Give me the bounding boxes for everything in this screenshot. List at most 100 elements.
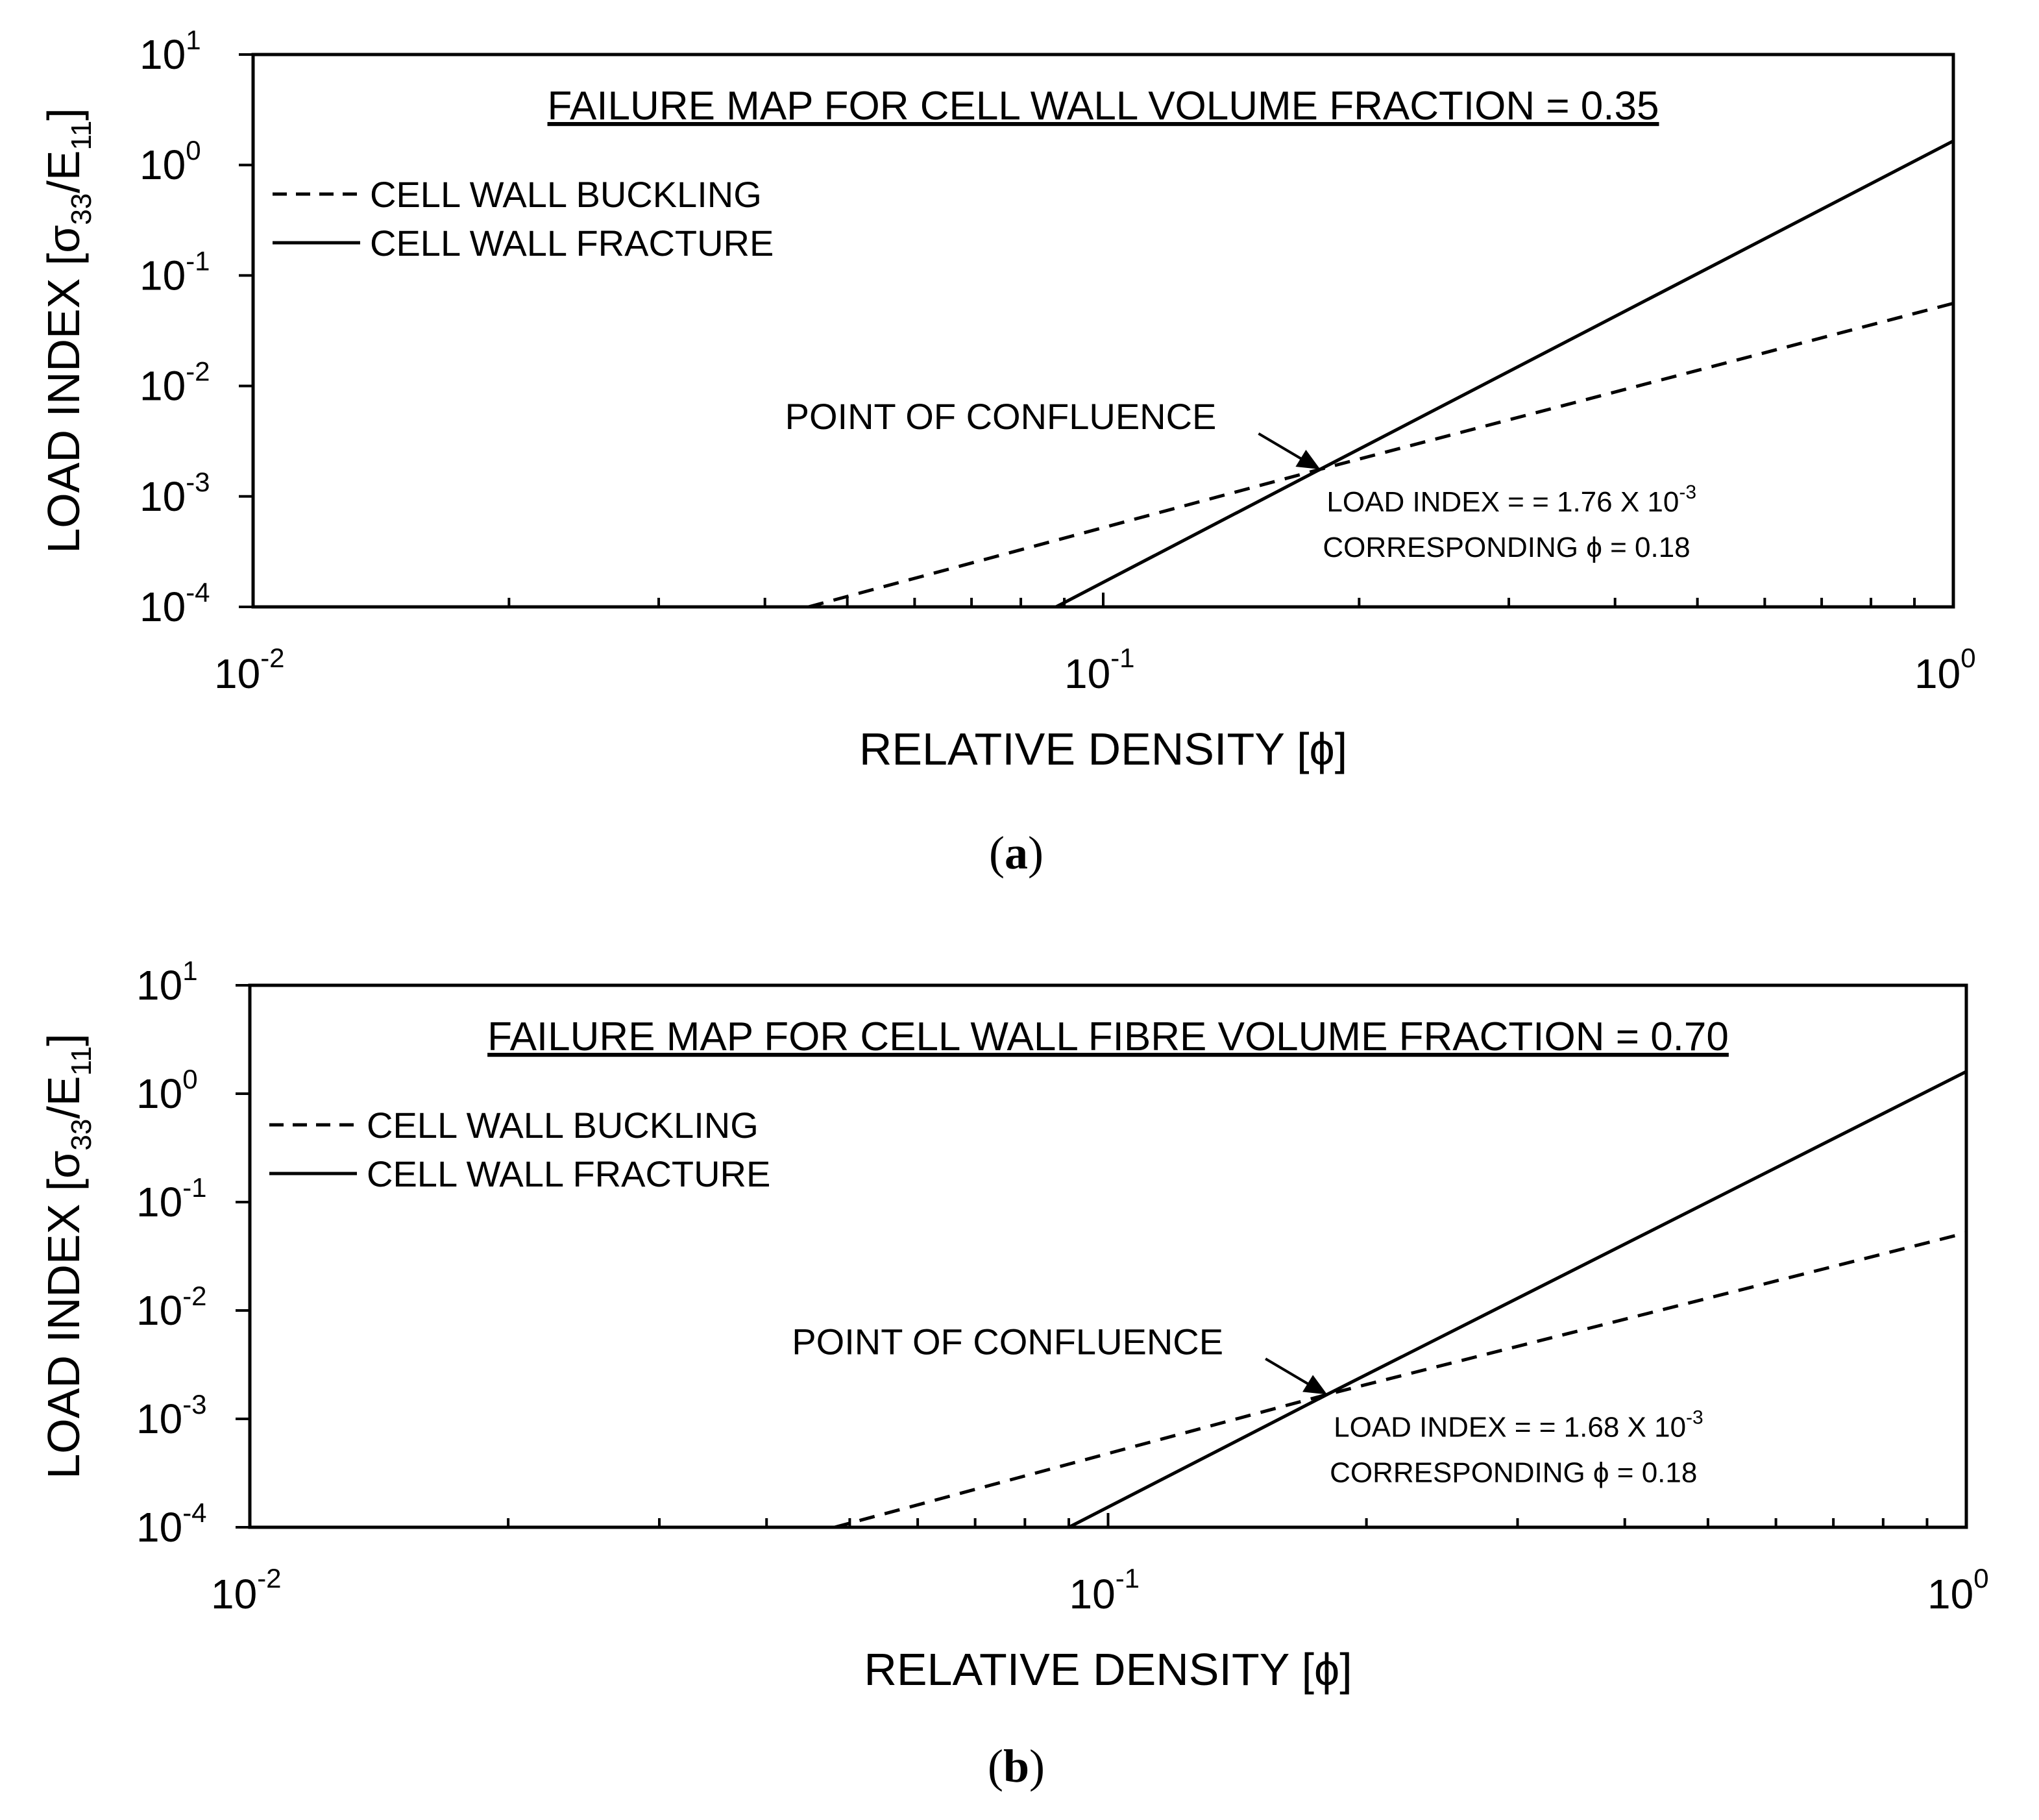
confluence-label: POINT OF CONFLUENCE: [792, 1321, 1223, 1362]
x-tick-label-exp: 0: [1973, 1563, 1988, 1593]
panel-caption-paren: (: [988, 1740, 1003, 1792]
x-tick-label: 10-2: [214, 643, 285, 697]
load-index-text: LOAD INDEX = = 1.68 X 10-3: [1334, 1407, 1703, 1443]
y-tick-label: 10-1: [136, 1172, 207, 1225]
y-tick-label-exp: -2: [186, 356, 210, 387]
confluence-arrowhead: [1302, 1375, 1328, 1395]
y-axis-title-sub: 33: [66, 1119, 97, 1151]
plot-frame: [251, 53, 1955, 609]
y-tick-label-base: 10: [136, 1179, 182, 1225]
legend-label: CELL WALL BUCKLING: [367, 1105, 759, 1146]
y-tick-label-base: 10: [140, 363, 186, 410]
y-axis-title: LOAD INDEX [σ33/E11]: [38, 108, 97, 553]
y-tick-label-base: 10: [136, 1504, 182, 1551]
load-index-exp: -3: [1686, 1407, 1703, 1428]
y-tick-label-exp: -2: [182, 1281, 206, 1311]
y-axis-title-end: ]: [38, 108, 89, 120]
y-axis-title-sub: 11: [66, 121, 97, 151]
y-tick-label-exp: -4: [186, 577, 210, 608]
load-index-exp: -3: [1679, 482, 1696, 503]
panel-caption: (b): [988, 1740, 1045, 1792]
y-tick-label: 101: [140, 25, 201, 78]
x-tick-label: 10-1: [1069, 1563, 1140, 1617]
y-tick-label: 10-3: [140, 467, 210, 520]
x-tick-label-exp: 0: [1960, 643, 1975, 673]
y-tick-label: 100: [140, 135, 201, 188]
y-axis-title-mid: /E: [38, 1076, 89, 1118]
x-tick-label-base: 10: [1069, 1571, 1116, 1617]
x-tick-label-base: 10: [1064, 650, 1110, 697]
y-tick-label-exp: 0: [182, 1064, 197, 1094]
chart-title: FAILURE MAP FOR CELL WALL VOLUME FRACTIO…: [548, 84, 1659, 129]
series-line: [1068, 1070, 1968, 1529]
x-tick-label-exp: -1: [1110, 643, 1134, 673]
y-tick-label: 101: [136, 955, 198, 1009]
y-tick-label-exp: 1: [186, 25, 201, 55]
y-tick-label-base: 10: [140, 141, 186, 188]
y-tick-label-exp: 0: [186, 135, 201, 166]
x-tick-label: 10-2: [211, 1563, 282, 1617]
x-axis-title: RELATIVE DENSITY [ϕ]: [864, 1644, 1352, 1695]
y-tick-label-exp: -1: [182, 1172, 206, 1203]
legend-label: CELL WALL FRACTURE: [367, 1153, 770, 1194]
y-tick-label: 10-2: [140, 356, 210, 410]
chart-title: FAILURE MAP FOR CELL WALL FIBRE VOLUME F…: [487, 1015, 1729, 1059]
corresponding-phi-text: CORRESPONDING ϕ = 0.18: [1330, 1457, 1697, 1488]
y-tick-label-base: 10: [140, 584, 186, 630]
y-tick-label: 10-4: [140, 577, 210, 630]
y-tick-label: 10-2: [136, 1281, 207, 1334]
x-tick-label-base: 10: [214, 650, 260, 697]
plot-frame: [248, 983, 1968, 1529]
y-axis-title-main: LOAD INDEX [σ: [38, 225, 89, 554]
confluence-arrowhead: [1295, 450, 1321, 470]
y-tick-label: 10-3: [136, 1389, 207, 1442]
x-tick-label: 100: [1927, 1563, 1989, 1617]
panel-caption-letter: b: [1003, 1740, 1029, 1792]
series-line: [834, 1231, 1967, 1529]
y-axis-title: LOAD INDEX [σ33/E11]: [38, 1033, 97, 1479]
corresponding-phi-text: CORRESPONDING ϕ = 0.18: [1323, 532, 1690, 563]
panel-caption-paren: ): [1028, 827, 1044, 879]
panel-caption-paren: (: [989, 827, 1005, 879]
y-tick-label-base: 10: [136, 1287, 182, 1334]
y-tick-label: 10-1: [140, 245, 210, 299]
y-tick-label-exp: -3: [182, 1389, 206, 1420]
x-tick-label: 100: [1914, 643, 1976, 697]
x-tick-label-exp: -2: [260, 643, 284, 673]
legend-label: CELL WALL FRACTURE: [370, 223, 774, 264]
confluence-label: POINT OF CONFLUENCE: [785, 396, 1217, 437]
y-axis-title-sub: 11: [66, 1046, 97, 1076]
y-tick-label-exp: -3: [186, 467, 210, 497]
y-tick-label-base: 10: [136, 962, 182, 1009]
x-tick-label: 10-1: [1064, 643, 1135, 697]
x-tick-label-base: 10: [1927, 1571, 1973, 1617]
y-tick-label: 10-4: [136, 1497, 207, 1551]
y-tick-label-base: 10: [140, 252, 186, 299]
load-index-value: LOAD INDEX = = 1.68 X 10: [1334, 1411, 1686, 1443]
y-tick-label-base: 10: [140, 473, 186, 520]
y-axis-title-main: LOAD INDEX [σ: [38, 1151, 89, 1479]
y-axis-title-mid: /E: [38, 150, 89, 193]
y-tick-label-exp: 1: [182, 955, 197, 986]
panel-caption: (a): [989, 827, 1044, 879]
y-tick-label-exp: -1: [186, 245, 210, 276]
y-axis-title-end: ]: [38, 1033, 89, 1046]
legend-label: CELL WALL BUCKLING: [370, 174, 762, 215]
x-tick-label-base: 10: [1914, 650, 1960, 697]
panel-caption-letter: a: [1005, 827, 1028, 879]
y-tick-label: 100: [136, 1064, 198, 1117]
y-tick-label-base: 10: [140, 31, 186, 78]
y-axis-title-sub: 33: [66, 193, 97, 225]
y-tick-label-exp: -4: [182, 1497, 206, 1528]
x-tick-label-exp: -2: [257, 1563, 281, 1593]
x-tick-label-exp: -1: [1116, 1563, 1140, 1593]
series-line: [1055, 139, 1955, 609]
x-tick-label-base: 10: [211, 1571, 257, 1617]
panel-caption-paren: ): [1029, 1740, 1045, 1792]
load-index-text: LOAD INDEX = = 1.76 X 10-3: [1326, 482, 1696, 518]
y-tick-label-base: 10: [136, 1070, 182, 1117]
load-index-value: LOAD INDEX = = 1.76 X 10: [1326, 486, 1679, 518]
y-tick-label-base: 10: [136, 1396, 182, 1442]
